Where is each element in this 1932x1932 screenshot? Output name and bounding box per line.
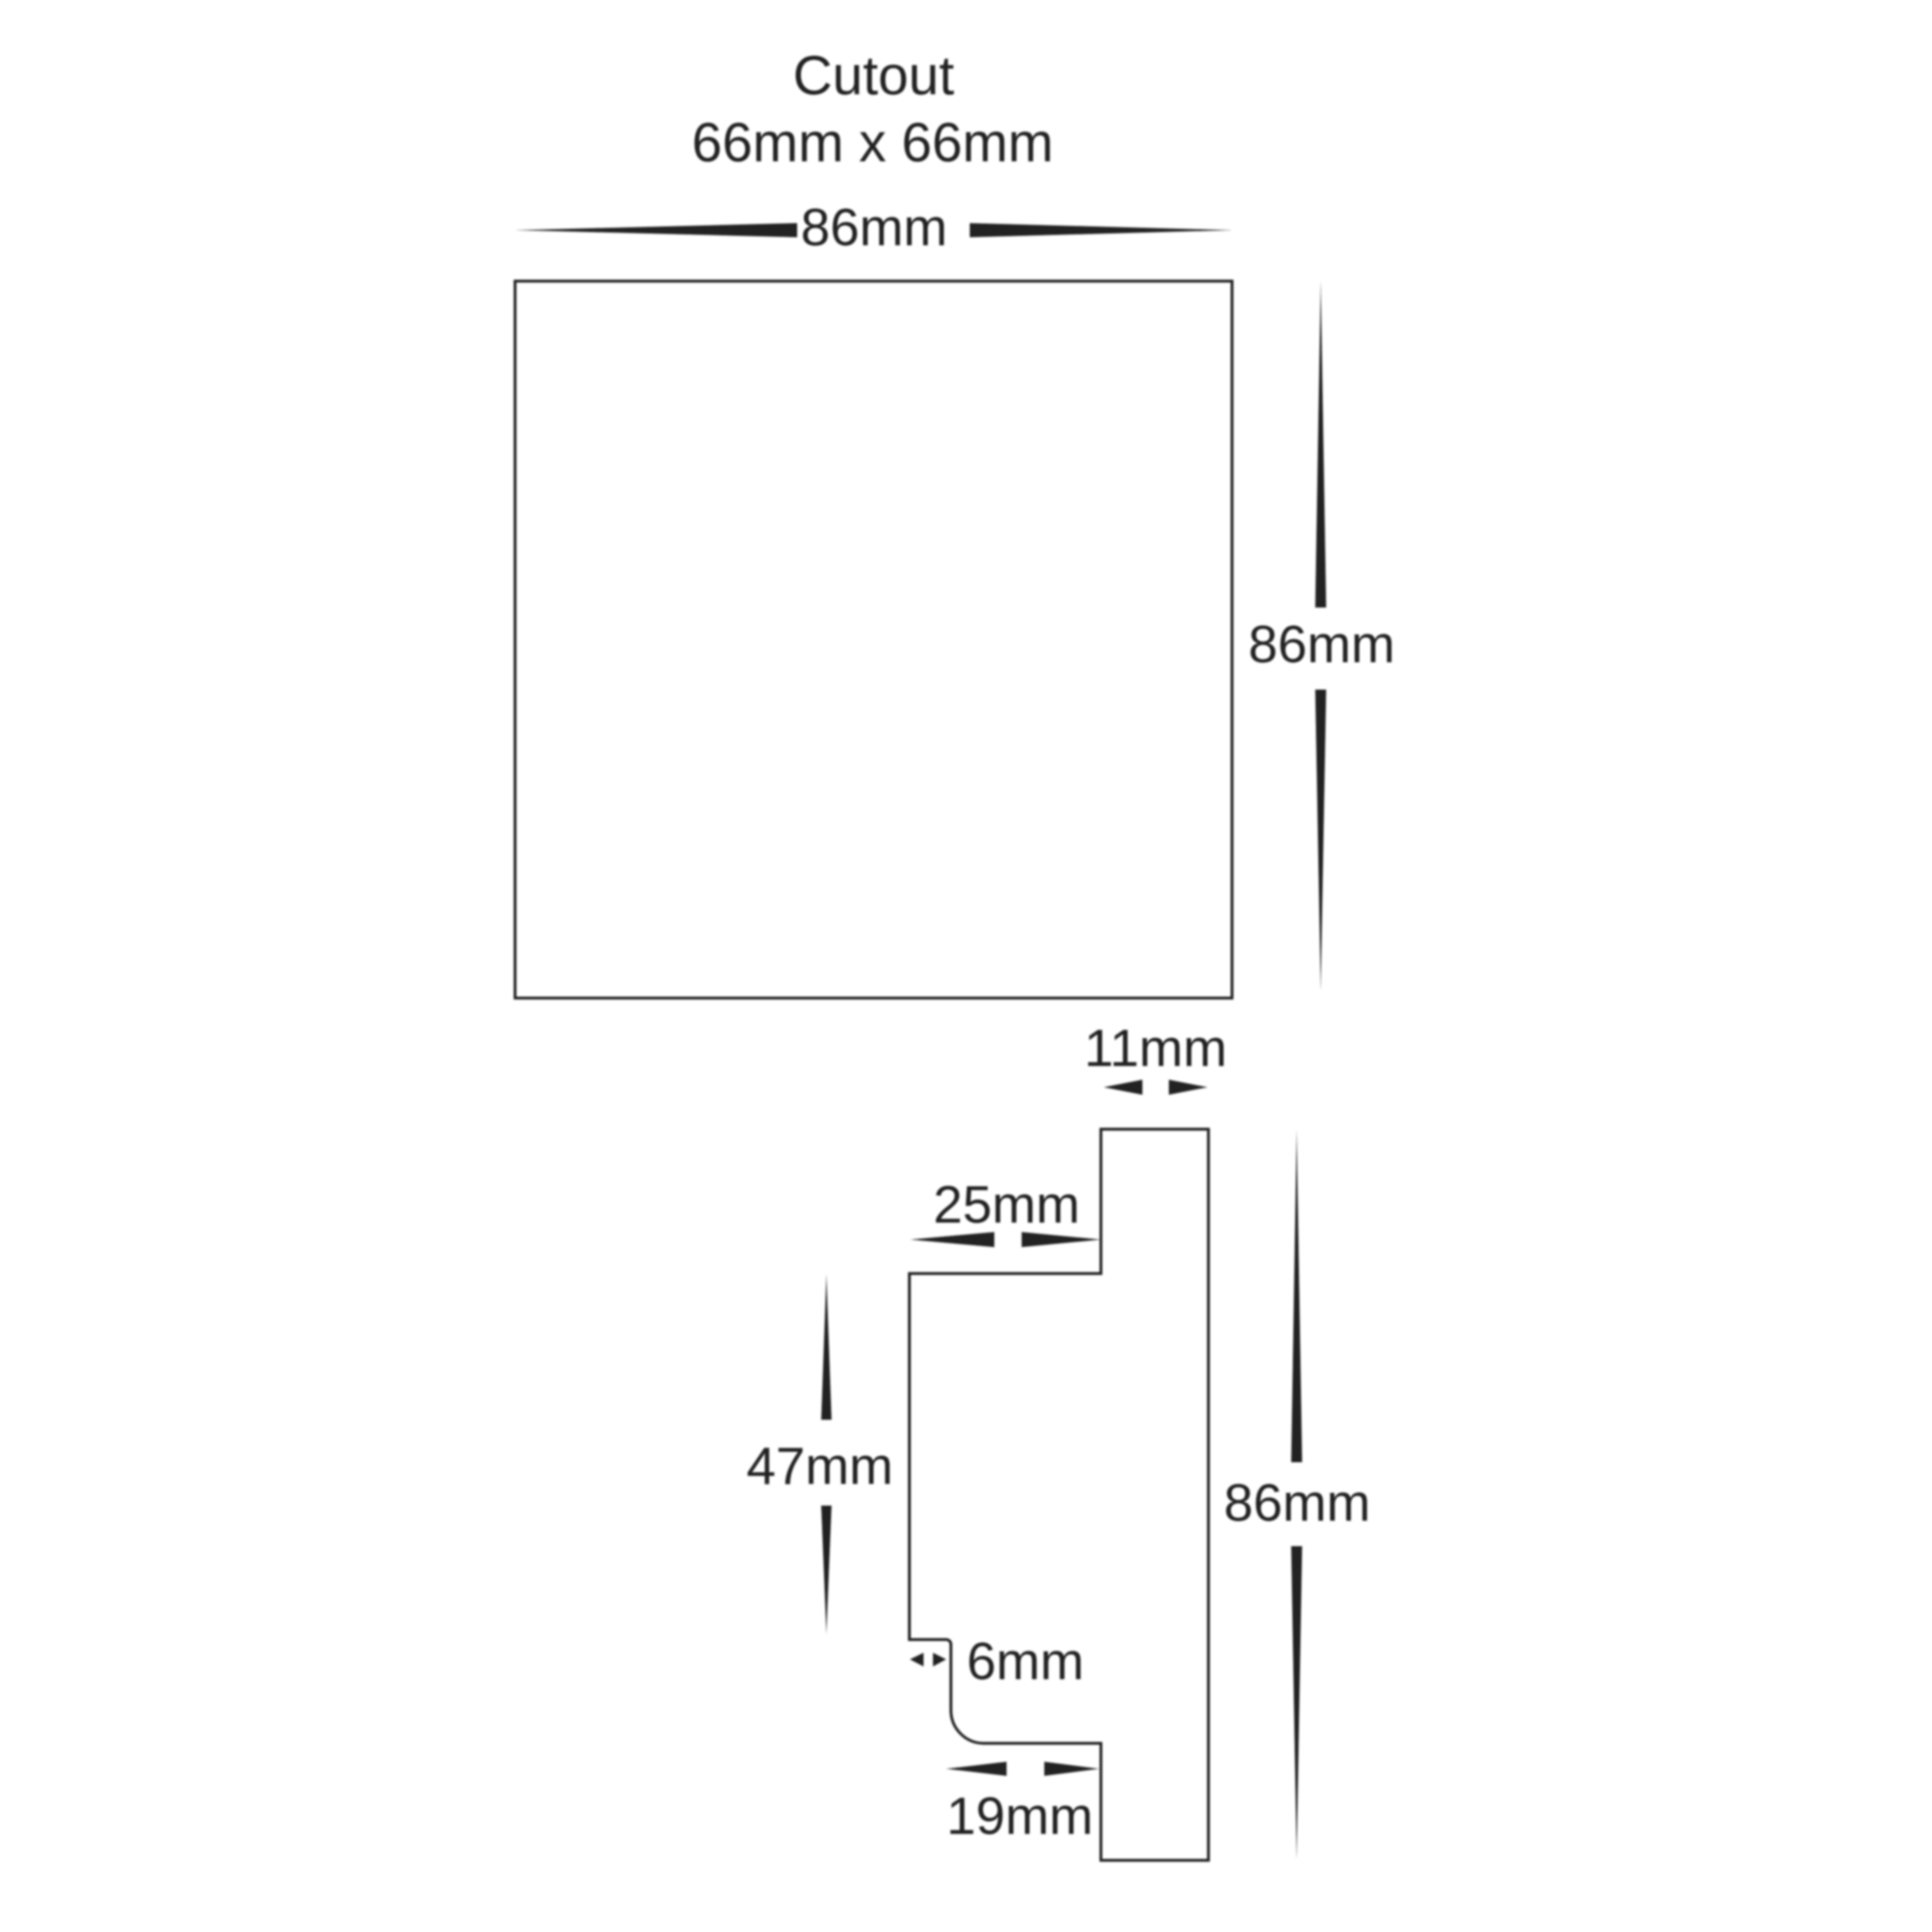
svg-text:86mm: 86mm (1248, 614, 1395, 674)
svg-text:Cutout: Cutout (793, 45, 955, 107)
svg-text:66mm x 66mm: 66mm x 66mm (691, 112, 1054, 174)
svg-text:6mm: 6mm (967, 1631, 1084, 1690)
svg-text:25mm: 25mm (933, 1174, 1080, 1234)
svg-text:11mm: 11mm (1084, 1018, 1226, 1077)
svg-text:47mm: 47mm (746, 1436, 893, 1495)
svg-text:86mm: 86mm (801, 197, 948, 257)
svg-text:19mm: 19mm (946, 1786, 1093, 1845)
svg-text:86mm: 86mm (1224, 1473, 1371, 1532)
